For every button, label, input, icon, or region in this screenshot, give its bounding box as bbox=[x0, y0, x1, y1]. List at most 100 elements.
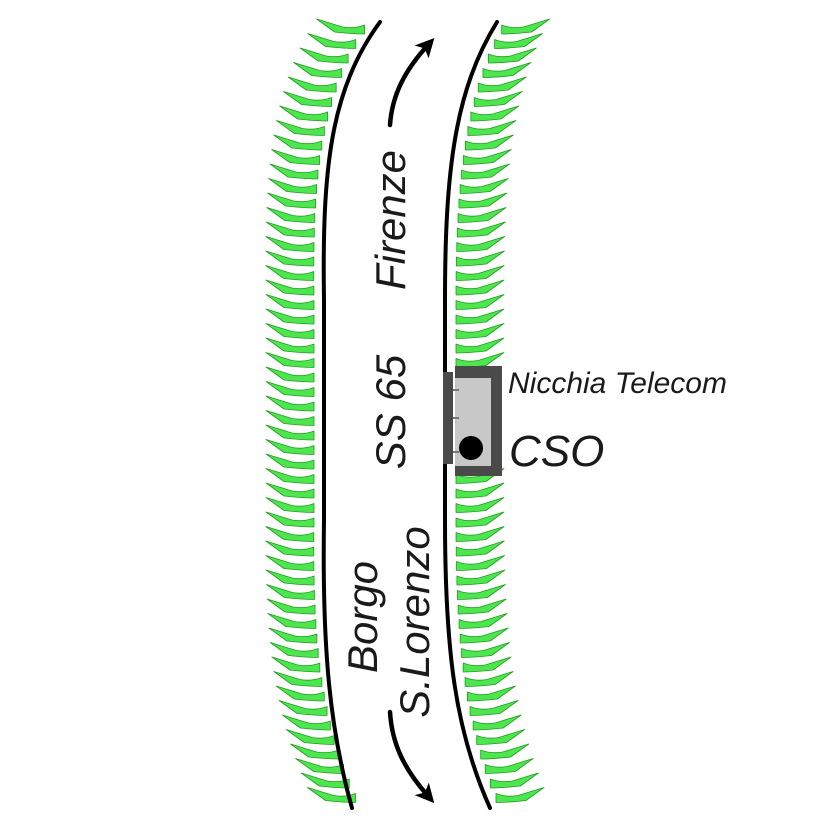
grass-tuft-icon bbox=[455, 337, 505, 354]
grass-tuft-icon bbox=[265, 294, 315, 310]
vegetation-left bbox=[265, 18, 365, 803]
grass-tuft-icon bbox=[455, 511, 505, 528]
direction-label-firenze: Firenze bbox=[367, 150, 414, 290]
grass-tuft-icon bbox=[276, 120, 325, 136]
grass-tuft-icon bbox=[458, 192, 508, 209]
grass-tuft-icon bbox=[501, 18, 551, 35]
grass-tuft-icon bbox=[273, 671, 323, 687]
grass-tuft-icon bbox=[489, 772, 539, 789]
grass-tuft-icon bbox=[285, 729, 335, 745]
grass-tuft-icon bbox=[456, 569, 506, 586]
grass-tuft-icon bbox=[455, 482, 505, 499]
grass-tuft-icon bbox=[271, 656, 321, 673]
grass-tuft-icon bbox=[455, 294, 505, 310]
grass-tuft-icon bbox=[265, 453, 315, 470]
grass-tuft-icon bbox=[265, 439, 315, 455]
grass-tuft-icon bbox=[268, 178, 318, 194]
grass-tuft-icon bbox=[295, 758, 344, 774]
grass-tuft-icon bbox=[461, 163, 510, 180]
grass-tuft-icon bbox=[455, 540, 505, 557]
grass-tuft-icon bbox=[457, 584, 506, 600]
grass-tuft-icon bbox=[455, 497, 505, 513]
grass-tuft-icon bbox=[293, 62, 343, 78]
grass-tuft-icon bbox=[466, 685, 516, 702]
grass-tuft-icon bbox=[265, 323, 315, 339]
direction-label-slorenzo: S.Lorenzo bbox=[391, 526, 438, 717]
direction-label-borgo: Borgo bbox=[339, 561, 386, 673]
grass-tuft-icon bbox=[482, 62, 532, 78]
road-name-label: SS 65 bbox=[367, 354, 414, 469]
grass-tuft-icon bbox=[265, 366, 315, 383]
grass-tuft-icon bbox=[265, 410, 315, 426]
grass-tuft-icon bbox=[467, 120, 517, 136]
grass-tuft-icon bbox=[307, 33, 357, 49]
grass-tuft-icon bbox=[290, 743, 339, 760]
grass-tuft-icon bbox=[267, 192, 316, 209]
grass-tuft-icon bbox=[266, 598, 316, 615]
niche-label: Nicchia Telecom bbox=[508, 367, 727, 400]
grass-tuft-icon bbox=[265, 395, 315, 412]
grass-tuft-icon bbox=[456, 555, 505, 571]
grass-tuft-icon bbox=[316, 18, 365, 35]
grass-tuft-icon bbox=[267, 613, 317, 629]
grass-tuft-icon bbox=[462, 149, 512, 165]
grass-tuft-icon bbox=[279, 105, 329, 122]
grass-tuft-icon bbox=[273, 134, 323, 151]
grass-tuft-icon bbox=[487, 47, 537, 64]
grass-tuft-icon bbox=[265, 526, 315, 542]
vegetation-right bbox=[455, 18, 551, 803]
grass-tuft-icon bbox=[283, 91, 332, 107]
grass-tuft-icon bbox=[473, 91, 523, 107]
grass-tuft-icon bbox=[299, 47, 349, 64]
grass-tuft-icon bbox=[464, 134, 514, 151]
grass-tuft-icon bbox=[300, 772, 350, 789]
grass-tuft-icon bbox=[271, 149, 321, 165]
grass-tuft-icon bbox=[457, 207, 507, 223]
grass-tuft-icon bbox=[480, 743, 530, 760]
grass-tuft-icon bbox=[470, 105, 520, 122]
grass-tuft-icon bbox=[265, 482, 315, 499]
grass-tuft-icon bbox=[265, 540, 315, 557]
grass-tuft-icon bbox=[459, 627, 509, 644]
grass-tuft-icon bbox=[265, 308, 315, 325]
grass-tuft-icon bbox=[265, 236, 315, 252]
grass-tuft-icon bbox=[469, 700, 519, 716]
grass-tuft-icon bbox=[455, 279, 505, 296]
grass-tuft-icon bbox=[456, 236, 506, 252]
grass-tuft-icon bbox=[265, 569, 315, 586]
grass-tuft-icon bbox=[265, 381, 315, 397]
grass-tuft-icon bbox=[455, 323, 505, 339]
grass-tuft-icon bbox=[455, 265, 505, 281]
telecom-niche bbox=[443, 366, 502, 476]
grass-tuft-icon bbox=[484, 758, 534, 774]
grass-tuft-icon bbox=[455, 250, 505, 267]
grass-tuft-icon bbox=[268, 627, 318, 644]
grass-tuft-icon bbox=[459, 178, 509, 194]
grass-tuft-icon bbox=[464, 671, 514, 687]
road-edge-left bbox=[321, 20, 382, 810]
grass-tuft-icon bbox=[269, 642, 319, 658]
grass-tuft-icon bbox=[462, 656, 512, 673]
grass-tuft-icon bbox=[265, 468, 315, 484]
arrow-to-firenze-icon bbox=[387, 38, 435, 128]
grass-tuft-icon bbox=[278, 700, 328, 716]
grass-tuft-icon bbox=[265, 265, 315, 281]
grass-tuft-icon bbox=[265, 279, 315, 296]
grass-tuft-icon bbox=[265, 337, 315, 354]
grass-tuft-icon bbox=[476, 729, 526, 745]
grass-tuft-icon bbox=[477, 76, 527, 93]
niche-wall-strip bbox=[443, 372, 453, 464]
grass-tuft-icon bbox=[269, 163, 319, 180]
grass-tuft-icon bbox=[495, 787, 545, 803]
grass-tuft-icon bbox=[457, 598, 507, 615]
grass-tuft-icon bbox=[287, 76, 337, 93]
grass-tuft-icon bbox=[275, 685, 325, 702]
grass-tuft-icon bbox=[265, 352, 315, 368]
grass-tuft-icon bbox=[461, 642, 510, 658]
grass-tuft-icon bbox=[266, 584, 315, 600]
grass-tuft-icon bbox=[265, 250, 315, 267]
grass-tuft-icon bbox=[494, 33, 543, 49]
grass-tuft-icon bbox=[455, 308, 505, 325]
grass-tuft-icon bbox=[265, 511, 315, 528]
